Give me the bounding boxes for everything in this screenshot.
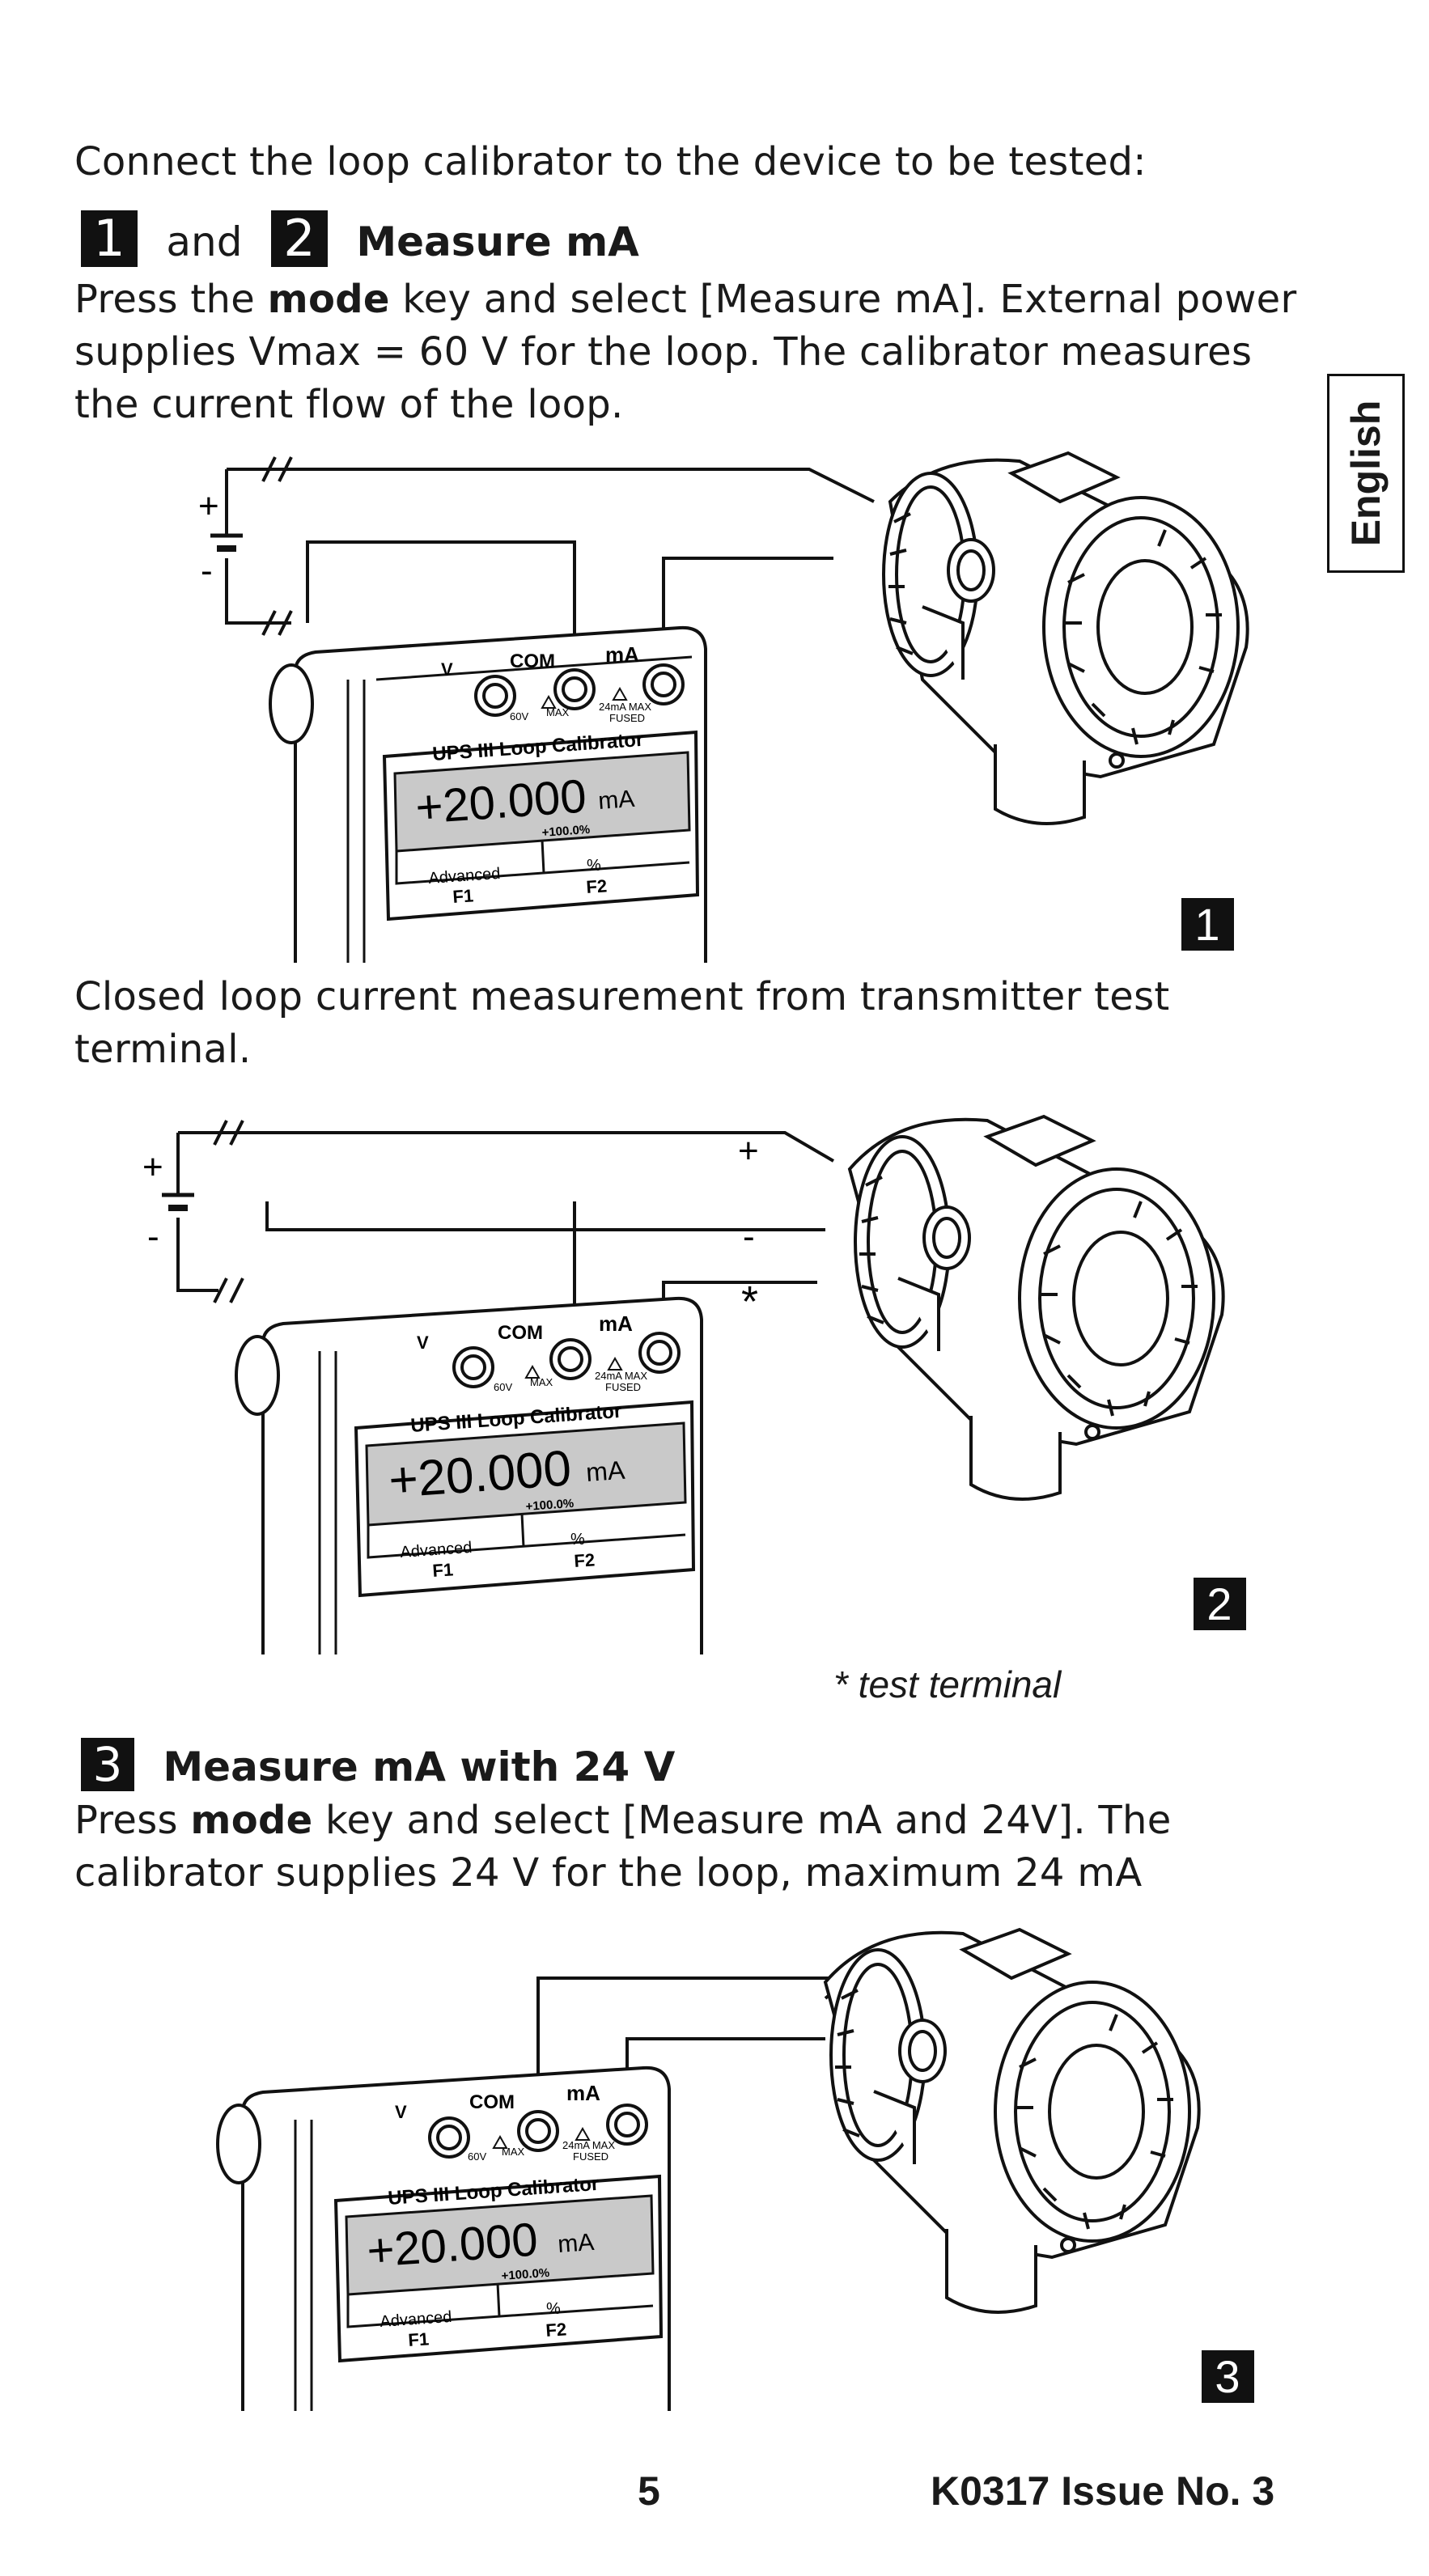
battery-minus-sign: - [201,551,213,591]
svg-text:24mA MAX: 24mA MAX [562,2139,615,2151]
loop-calibrator-device: V COM mA 60V MAX 24mA MAX FUSED UPS III … [216,2065,671,2411]
svg-text:+: + [142,1147,163,1187]
svg-text:mA: mA [566,2081,600,2105]
svg-text:-: - [147,1217,159,1256]
svg-text:+100.0%: +100.0% [541,823,591,840]
terminal-plus: + [738,1131,759,1171]
svg-text:60V: 60V [510,710,528,722]
battery-plus-sign: + [198,486,219,526]
svg-text:+100.0%: +100.0% [501,2266,550,2283]
svg-text:mA: mA [599,1311,633,1336]
figure1-diagram: + - V COM mA 60V MAX 24mA MAX FUSED UPS … [198,451,1249,963]
softkey2-label: % [587,857,601,875]
svg-text:V: V [395,2102,407,2122]
section3-heading: 3 Measure mA with 24 V [81,1738,675,1791]
figure1-label-box [1181,898,1234,951]
test-terminal-note: * test terminal [833,1663,1062,1705]
svg-text:%: % [546,2300,561,2318]
svg-text:F2: F2 [545,2319,567,2341]
svg-text:MAX: MAX [530,1376,553,1388]
section1-line2: supplies Vmax = 60 V for the loop. The c… [74,329,1253,375]
figure1-label: 1 [1194,899,1219,950]
mode-key-text: mode [190,1798,313,1843]
section1-heading: 1 and 2 Measure mA [81,210,639,267]
mode-key-text: mode [267,277,390,322]
svg-text:+20.000: +20.000 [365,2213,539,2277]
svg-text:24mA MAX: 24mA MAX [599,701,651,713]
figure2-label: 2 [1206,1578,1232,1629]
and-text: and [166,218,243,265]
section1-body: Press the mode key and select [Measure m… [74,273,1337,431]
jack-v-label: V [441,659,453,680]
transmitter-device [823,1927,1201,2314]
svg-text:COM: COM [469,2091,515,2113]
svg-text:FUSED: FUSED [609,712,645,724]
section1-line1: Press the mode key and select [Measure m… [74,277,1297,322]
calibrator-reading: +20.000 [413,769,587,834]
intro-text: Connect the loop calibrator to the devic… [74,139,1147,184]
svg-text:COM: COM [498,1322,543,1344]
svg-text:FUSED: FUSED [573,2150,608,2163]
svg-text:F1: F1 [408,2328,430,2350]
jack-ma-label: mA [605,642,639,667]
loop-calibrator-device: V COM mA 60V MAX 24mA MAX FUSED UPS III … [269,625,707,963]
section-number-badge: 2 [270,210,328,267]
document-id: K0317 Issue No. 3 [931,2468,1275,2514]
svg-text:24mA MAX: 24mA MAX [595,1370,647,1382]
transmitter-device [847,1114,1225,1501]
svg-text:V: V [417,1332,429,1353]
section3-title: Measure mA with 24 V [163,1743,676,1790]
loop-calibrator-device: V COM mA 60V MAX 24mA MAX FUSED UPS III … [235,1296,703,1654]
svg-text:%: % [570,1531,585,1549]
closed-loop-text: Closed loop current measurement from tra… [74,974,1170,1072]
svg-text:mA: mA [585,1455,626,1487]
calibrator-unit: mA [597,786,635,815]
svg-text:+100.0%: +100.0% [525,1497,575,1514]
svg-text:F1: F1 [432,1559,454,1581]
figure3-label: 3 [1215,2351,1240,2402]
svg-text:F2: F2 [574,1549,596,1571]
svg-text:F2: F2 [586,875,608,897]
section-number-badge: 3 [81,1738,134,1791]
svg-text:60V: 60V [468,2150,486,2163]
section1-line3: the current flow of the loop. [74,382,624,427]
svg-text:+20.000: +20.000 [387,1440,573,1509]
svg-text:FUSED: FUSED [605,1381,641,1393]
terminal-star: * [741,1277,758,1326]
figure3-label-box [1202,2350,1254,2403]
section-number-badge: 1 [81,210,138,267]
svg-text:F1: F1 [452,885,474,907]
page-number: 5 [638,2468,660,2514]
figure2-diagram: + - + - * V COM mA 60V MAX 24mA MAX FUSE… [142,1114,1246,1654]
terminal-minus: - [743,1217,755,1256]
language-tab: English [1327,374,1405,573]
jack-com-label: COM [510,650,555,672]
figure3-diagram: V COM mA 60V MAX 24mA MAX FUSED UPS III … [216,1927,1254,2411]
svg-text:60V: 60V [494,1381,512,1393]
transmitter-device [882,451,1249,825]
svg-text:mA: mA [557,2229,595,2258]
section3-body: Press mode key and select [Measure mA an… [74,1798,1172,1896]
svg-text:MAX: MAX [546,706,570,718]
section1-title: Measure mA [356,218,639,265]
figure2-label-box [1194,1578,1246,1630]
